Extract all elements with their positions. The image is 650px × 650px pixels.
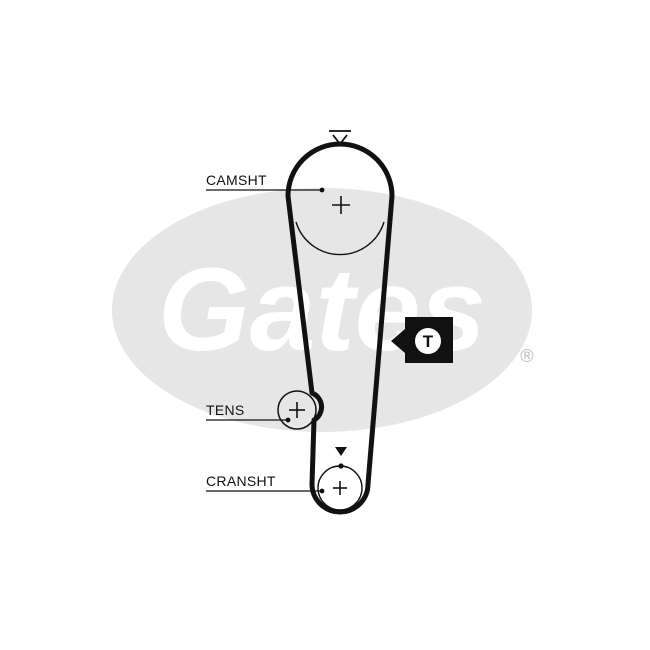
camshaft-label: CAMSHT: [206, 172, 267, 188]
watermark-ellipse: [112, 188, 532, 432]
crankshaft-timing-arrow-icon: [335, 447, 347, 456]
camshaft-leader-dot: [319, 187, 325, 193]
camshaft-pulley-arc: [295, 221, 385, 256]
crankshaft-timing-dot: [338, 463, 344, 469]
tensioner-leader-dot: [285, 417, 291, 423]
tension-badge-ring: [415, 328, 441, 354]
crankshaft-label: CRANSHT: [206, 473, 276, 489]
tensioner-label: TENS: [206, 402, 245, 418]
crankshaft-pulley: [317, 447, 363, 511]
camshaft-timing-arrow-icon: [329, 130, 351, 146]
tension-badge-letter: T: [423, 332, 434, 351]
leader-lines: [206, 187, 325, 494]
timing-belt: [285, 141, 395, 515]
registered-mark: ®: [520, 346, 533, 366]
tensioner-circle: [277, 390, 317, 430]
tension-badge: T: [391, 317, 453, 363]
camshaft-pulley: [295, 130, 385, 256]
tensioner-pulley: [277, 390, 317, 430]
gates-watermark: Gates ®: [112, 188, 534, 432]
crankshaft-leader-dot: [319, 488, 325, 494]
